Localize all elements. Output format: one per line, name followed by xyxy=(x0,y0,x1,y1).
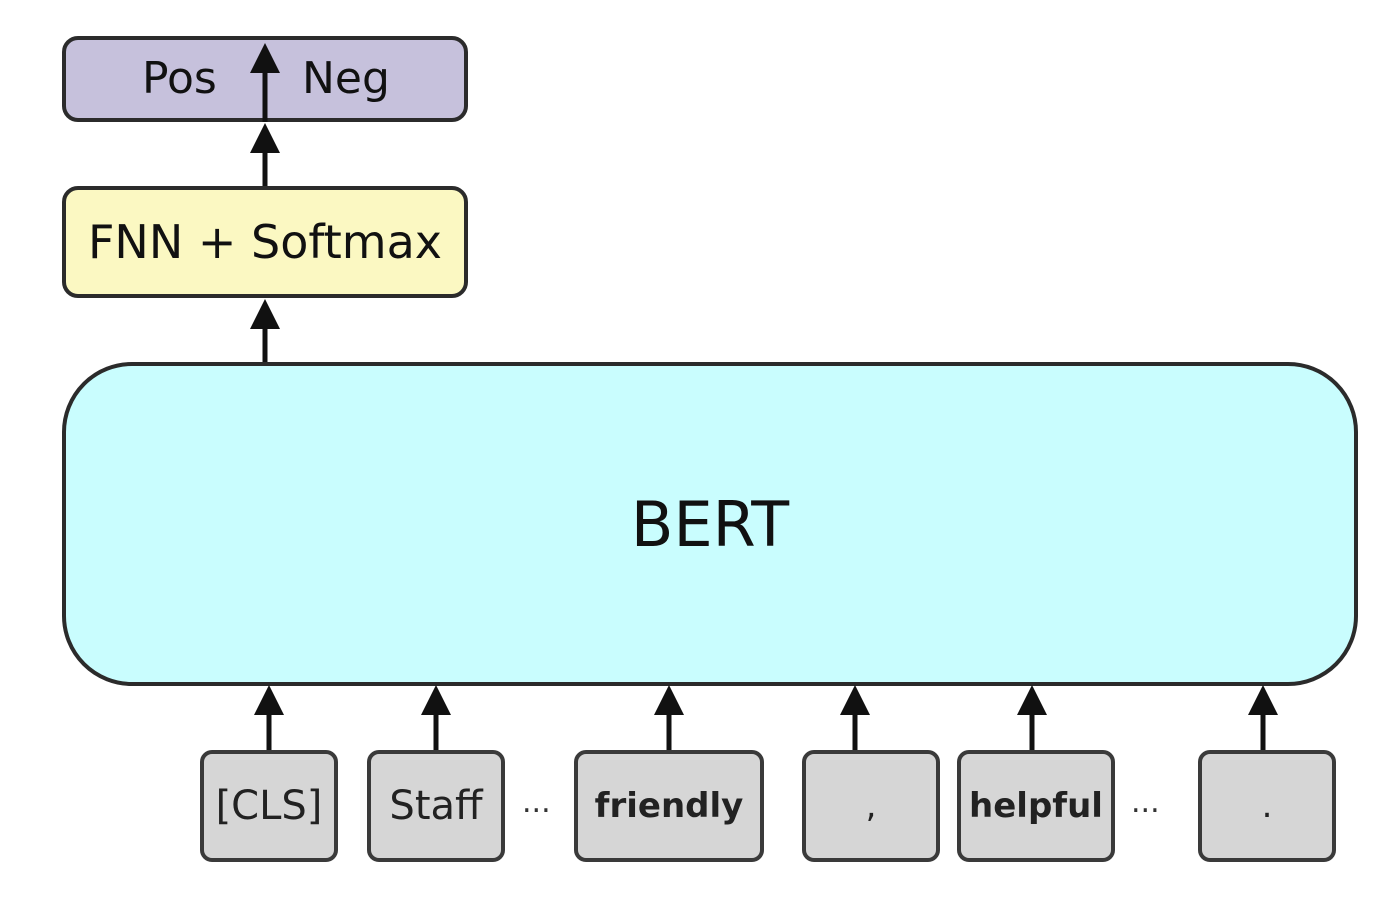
token-label: helpful xyxy=(969,786,1103,826)
pos-label: Pos xyxy=(142,53,217,104)
token-label: Staff xyxy=(389,783,483,829)
fnn-softmax-box: FNN + Softmax xyxy=(62,186,468,298)
token-label: , xyxy=(865,786,877,826)
ellipsis-1: ... xyxy=(522,785,551,820)
ellipsis-2: ... xyxy=(1131,785,1160,820)
token-helpful: helpful xyxy=(957,750,1115,862)
token-comma: , xyxy=(802,750,940,862)
token-label: friendly xyxy=(594,786,744,826)
fnn-softmax-label: FNN + Softmax xyxy=(87,215,443,269)
output-box: Pos Neg xyxy=(62,36,468,122)
token-cls: [CLS] xyxy=(200,750,338,862)
token-label: [CLS] xyxy=(215,783,323,829)
token-label: . xyxy=(1261,786,1273,826)
neg-label: Neg xyxy=(302,53,390,104)
bert-label: BERT xyxy=(630,487,790,561)
token-period: . xyxy=(1198,750,1336,862)
token-staff: Staff xyxy=(367,750,505,862)
token-friendly: friendly xyxy=(574,750,764,862)
bert-box: BERT xyxy=(62,362,1358,686)
